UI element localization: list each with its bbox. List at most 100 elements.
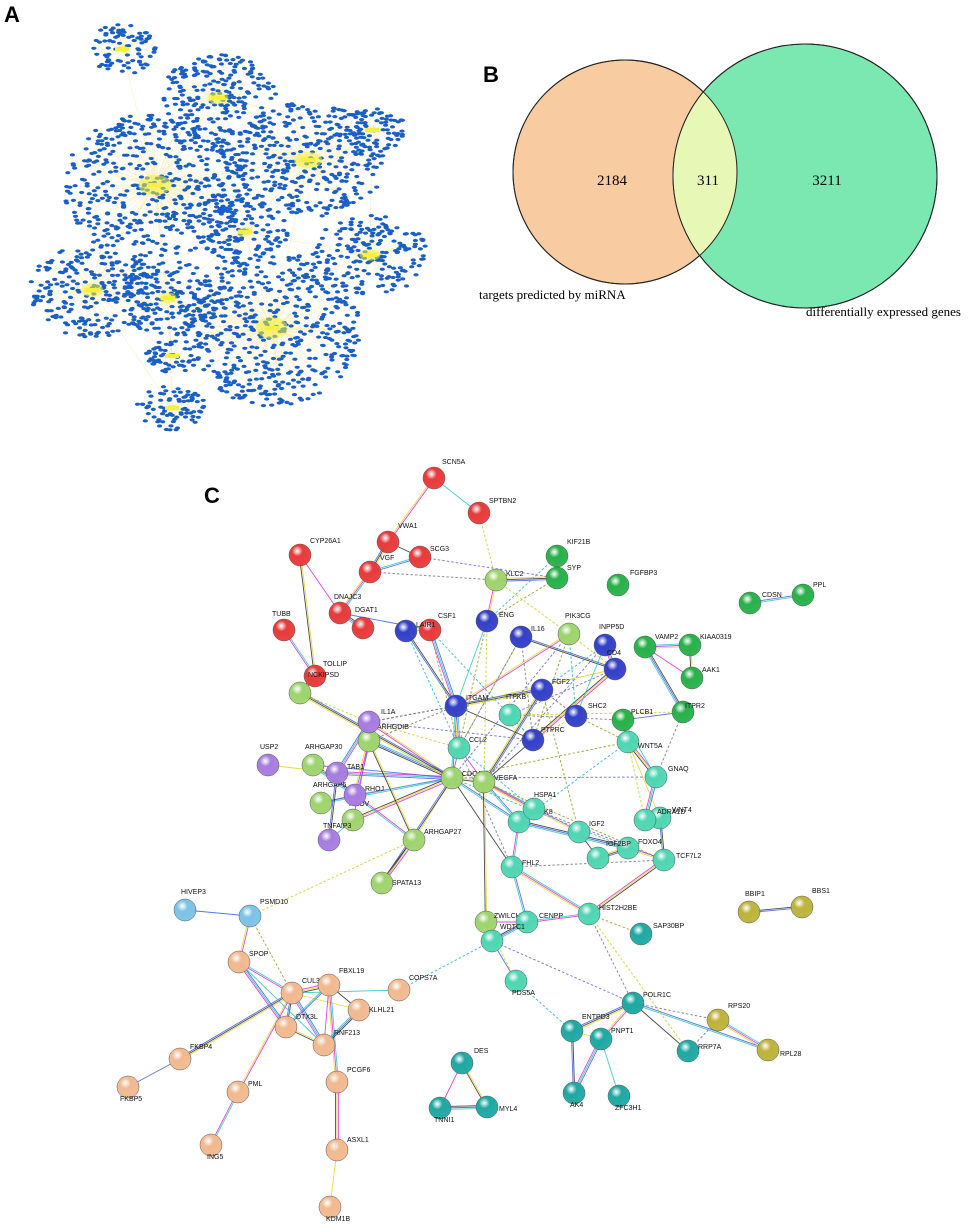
ppi-node-label: RPL28 — [780, 1051, 802, 1058]
ppi-node-arhgap27: ARHGAP27 — [402, 828, 461, 852]
ppi-node-label: VAMP2 — [655, 634, 678, 641]
ppi-node-label: ITPR2 — [685, 703, 705, 710]
ppi-node-klc2: KLC2 — [484, 568, 524, 592]
ppi-node-pds5a: PDS5A — [504, 969, 535, 997]
ppi-node-label: GNAQ — [668, 766, 689, 773]
ppi-node-label: SHC2 — [588, 703, 607, 710]
ppi-node-label: AAK1 — [702, 667, 720, 674]
ppi-node-fkbp4: FKBP4 — [168, 1044, 212, 1071]
ppi-node-ccl2: CCL2 — [447, 736, 487, 760]
ppi-node-label: DGAT1 — [355, 607, 378, 614]
ppi-node-rrp7a: RRP7A — [676, 1039, 722, 1063]
ppi-node-label: HIST2H2BE — [599, 905, 637, 912]
ppi-node-label: NCKIPSD — [308, 672, 339, 679]
ppi-node-il1a: IL1A — [357, 709, 396, 734]
ppi-node-label: CSF1 — [438, 613, 456, 620]
ppi-node-tab1: TAB1 — [325, 761, 364, 785]
venn-right-count: 3211 — [812, 173, 841, 189]
ppi-node-scn5a: SCN5A — [422, 459, 466, 490]
ppi-node-label: CCL2 — [469, 737, 487, 744]
ppi-node-label: ENTPD3 — [582, 1014, 610, 1021]
ppi-node-label: ING5 — [207, 1154, 223, 1161]
ppi-node-label: BBS1 — [812, 888, 830, 895]
ppi-node-pnpt1: PNPT1 — [589, 1027, 634, 1051]
ppi-node-label: PPL — [813, 582, 826, 589]
ppi-node-label: KIF21B — [567, 539, 591, 546]
ppi-node-label: TUBB — [272, 611, 291, 618]
ppi-node-label: PML — [248, 1081, 263, 1088]
ppi-node-cd4: CD4 — [603, 650, 627, 681]
ppi-node-igf2: IGF2 — [567, 820, 605, 844]
ppi-node-label: WDTC1 — [500, 924, 525, 931]
ppi-node-cdc42: CDC42 — [440, 766, 485, 790]
ppi-node-label: LAIR1 — [416, 622, 436, 629]
ppi-node-label: TNNI1 — [434, 1117, 454, 1124]
ppi-node-label: CYP26A1 — [310, 538, 341, 545]
panel-label-c: C — [204, 483, 220, 508]
ppi-node-label: ENG — [499, 612, 514, 619]
ppi-node-dnajc3: DNAJC3 — [328, 594, 361, 625]
ppi-node-label: ZFC3H1 — [615, 1105, 642, 1112]
ppi-node-cul3: CUL3 — [280, 978, 320, 1005]
ppi-node-label: CENPP — [539, 913, 563, 920]
ppi-node-label: FHL2 — [522, 860, 539, 867]
ppi-node-label: ARHGAP5 — [313, 782, 347, 789]
venn-right-label: differentially expressed genes — [806, 304, 961, 319]
ppi-node-label: INPP5D — [599, 624, 624, 631]
ppi-node-label: BBIP1 — [745, 891, 765, 898]
ppi-node-label: IGF2BP — [606, 841, 631, 848]
ppi-node-label: TNFAIP3 — [323, 823, 352, 830]
ppi-node-label: PSMD10 — [260, 899, 288, 906]
ppi-node-zfc3h1: ZFC3H1 — [607, 1084, 642, 1112]
ppi-node-ing5: ING5 — [199, 1133, 223, 1161]
ppi-node-label: FGFBP3 — [630, 570, 657, 577]
ppi-node-ppl: PPL — [791, 582, 826, 607]
ppi-node-spop: SPOP — [227, 950, 269, 974]
ppi-node-label: ZWILCH — [494, 913, 521, 920]
ppi-node-label: CUL3 — [302, 978, 320, 985]
ppi-node-label: FOXO4 — [638, 839, 662, 846]
ppi-node-cenpp: CENPP — [515, 910, 563, 934]
ppi-node-label: IL1A — [381, 709, 396, 716]
ppi-node-hivep3: HIVEP3 — [173, 889, 206, 922]
ppi-node-klhl21: KLHL21 — [347, 998, 394, 1022]
ppi-node-fhl2: FHL2 — [500, 855, 539, 879]
ppi-node-bbip1: BBIP1 — [737, 891, 765, 924]
ppi-node-kif21b: KIF21B — [545, 539, 591, 568]
ppi-node-tnni1: TNNI1 — [428, 1096, 454, 1124]
ppi-node-label: KIAA0319 — [700, 634, 732, 641]
ppi-node-entpd3: ENTPD3 — [560, 1014, 610, 1043]
ppi-node-shc2: SHC2 — [564, 703, 607, 728]
ppi-node-plcb1: PLCB1 — [611, 708, 653, 732]
ppi-node-asxl1: ASXL1 — [325, 1137, 369, 1162]
ppi-node-label: VEGFA — [494, 775, 518, 782]
ppi-node-label: TAB1 — [347, 764, 364, 771]
ppi-node-dgat1: DGAT1 — [351, 607, 378, 640]
ppi-node-ptprc: PTPRC — [521, 727, 565, 752]
ppi-node-label: SCN5A — [442, 459, 466, 466]
ppi-node-arhgap5: ARHGAP5 — [309, 782, 347, 815]
ppi-node-vamp2: VAMP2 — [633, 634, 678, 659]
ppi-node-label: FBXL19 — [339, 968, 364, 975]
ppi-node-tubb: TUBB — [272, 611, 296, 642]
ppi-node-label: DES — [474, 1048, 489, 1055]
ppi-node-fkbp5: FKBP5 — [116, 1075, 142, 1103]
ppi-node-gnaq: GNAQ — [644, 765, 689, 789]
ppi-node-label: SAP30BP — [653, 923, 684, 930]
ppi-node-eng: ENG — [475, 609, 514, 633]
ppi-node-label: KDM1B — [326, 1216, 350, 1223]
ppi-node-label: KLHL21 — [369, 1007, 394, 1014]
ppi-node-label: ARHGAP27 — [424, 829, 461, 836]
ppi-node-label: SYP — [567, 565, 581, 572]
ppi-node-label: SPOP — [249, 951, 269, 958]
panel-label-a: A — [4, 2, 20, 27]
venn-overlap-count: 311 — [697, 173, 719, 189]
ppi-node-label: IGF2 — [589, 821, 605, 828]
ppi-node-label: RNF213 — [334, 1030, 360, 1037]
ppi-node-tollip: TOLLIP — [303, 661, 347, 688]
ppi-node-itpkb: ITPKB — [498, 694, 527, 727]
ppi-node-aak1: AAK1 — [680, 666, 720, 690]
